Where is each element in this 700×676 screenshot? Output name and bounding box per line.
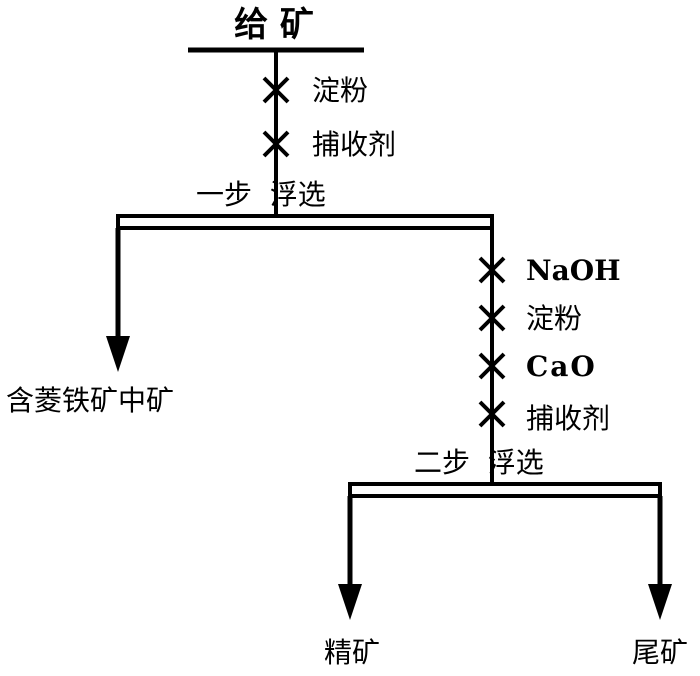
stage1-cell xyxy=(116,214,494,230)
stage2-reagent-naoh: NaOH xyxy=(526,254,621,287)
stage2-reagent-starch: 淀粉 xyxy=(526,302,582,335)
reagent-marker-2c xyxy=(478,352,506,380)
stage1-middling-arrow xyxy=(106,228,130,372)
stage1-label: 一步 浮选 xyxy=(196,178,326,211)
stage1-reagent-collector: 捕收剂 xyxy=(312,128,396,161)
stage2-reagent-cao: CaO xyxy=(526,350,597,383)
reagent-marker-2b xyxy=(478,304,506,332)
reagent-marker-2d xyxy=(478,400,506,428)
stage2-reagent-collector: 捕收剂 xyxy=(526,402,610,435)
concentrate-arrow xyxy=(338,496,362,620)
middlings-label: 含菱铁矿中矿 xyxy=(6,384,174,417)
reagent-marker-2a xyxy=(478,256,506,284)
reagent-marker-1a xyxy=(262,76,290,104)
stage2-label: 二步 浮选 xyxy=(414,446,544,479)
stage2-cell xyxy=(348,482,662,498)
reagent-marker-1b xyxy=(262,130,290,158)
concentrate-label: 精矿 xyxy=(324,636,380,669)
stage1-reagent-starch: 淀粉 xyxy=(312,74,368,107)
tailings-label: 尾矿 xyxy=(632,636,688,669)
tailings-arrow xyxy=(648,496,672,620)
feed-label: 给 矿 xyxy=(234,5,314,45)
